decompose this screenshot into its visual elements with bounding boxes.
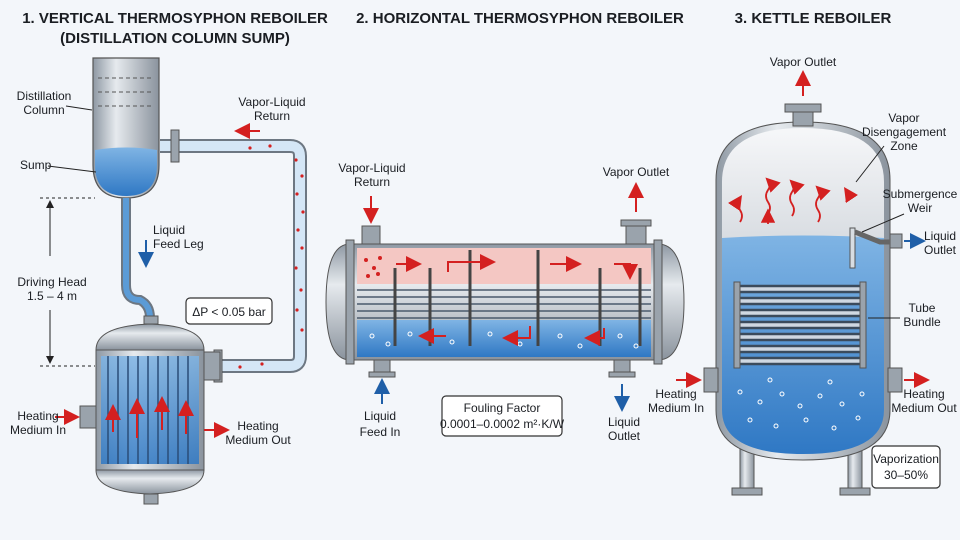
- tube-vapor-arrows: [105, 396, 194, 438]
- kettle-title: 3. KETTLE REBOILER: [735, 10, 892, 27]
- horizontal-bubbles: [364, 256, 382, 278]
- horizontal-return-label-1: Vapor-Liquid: [338, 161, 405, 175]
- vaporization-box: [871, 445, 941, 489]
- kettle-vapor-arrows: [728, 177, 858, 224]
- kettle-heating-in-label-2: Medium In: [648, 401, 704, 415]
- bundle-label-1: Tube: [909, 301, 936, 315]
- vertical-heating-out-label-1: Heating: [237, 419, 278, 433]
- vertical-heating-in-label-1: Heating: [17, 409, 58, 423]
- kettle-shell: [703, 103, 903, 496]
- weir-label-1: Submergence: [883, 187, 958, 201]
- column-label-1: Distillation: [17, 89, 72, 103]
- liquid-zone: [357, 320, 651, 357]
- kettle-heating-out-label-2: Medium Out: [891, 401, 957, 415]
- fouling-label-1: Fouling Factor: [464, 401, 541, 415]
- column-leader: [65, 105, 93, 111]
- horizontal-feed-label-2: Feed In: [360, 425, 401, 439]
- distillation-column: [92, 57, 160, 199]
- horizontal-reboiler-section: 2. HORIZONTAL THERMOSYPHON REBOILER: [325, 10, 685, 443]
- disengagement-label-2: Disengagement: [862, 125, 947, 139]
- horizontal-liquid-bubbles: [369, 331, 639, 349]
- kettle-heating-in-label-1: Heating: [655, 387, 696, 401]
- sump-leader: [47, 165, 97, 173]
- vertical-title: 1. VERTICAL THERMOSYPHON REBOILER: [22, 10, 328, 27]
- vertical-heating-out-label-2: Medium Out: [225, 433, 291, 447]
- driving-head-label-2: 1.5 – 4 m: [27, 289, 77, 303]
- column-label-2: Column: [23, 103, 64, 117]
- horizontal-flow-arrows: [396, 254, 638, 346]
- weir-label-2: Weir: [908, 201, 932, 215]
- vertical-return-label-1: Vapor-Liquid: [238, 95, 305, 109]
- return-bubbles: [238, 144, 305, 369]
- vapor-zone: [357, 248, 651, 284]
- vertical-return-label-2: Return: [254, 109, 290, 123]
- horizontal-reboiler-shell: [325, 219, 685, 378]
- kettle-reboiler-section: 3. KETTLE REBOILER: [648, 10, 958, 496]
- horizontal-return-label-2: Return: [354, 175, 390, 189]
- feed-leg-label-1: Liquid: [153, 223, 185, 237]
- kettle-liquid-outlet-label-2: Outlet: [924, 243, 957, 257]
- dp-box: [185, 297, 273, 325]
- vertical-subtitle: (DISTILLATION COLUMN SUMP): [60, 30, 290, 47]
- weir-leader: [861, 213, 905, 233]
- horizontal-title: 2. HORIZONTAL THERMOSYPHON REBOILER: [356, 10, 684, 27]
- sump-liquid: [95, 147, 157, 196]
- vertical-reboiler-section: 1. VERTICAL THERMOSYPHON REBOILER (DISTI…: [10, 10, 328, 505]
- disengagement-label-3: Zone: [890, 139, 918, 153]
- kettle-liquid-outlet-label-1: Liquid: [924, 229, 956, 243]
- liquid-feed-leg: [121, 198, 155, 319]
- horizontal-liquid-outlet-label-1: Liquid: [608, 415, 640, 429]
- disengagement-label-1: Vapor: [888, 111, 919, 125]
- horizontal-vapor-outlet-label: Vapor Outlet: [603, 165, 670, 179]
- horizontal-feed-label-1: Liquid: [364, 409, 396, 423]
- dp-label: ΔP < 0.05 bar: [192, 305, 266, 319]
- driving-head-dimension: [40, 197, 95, 367]
- kettle-heating-out-label-1: Heating: [903, 387, 944, 401]
- bundle-label-2: Bundle: [903, 315, 941, 329]
- disengagement-zone: [722, 128, 884, 238]
- vertical-reboiler-shell: [79, 315, 221, 505]
- vertical-heating-in-label-2: Medium In: [10, 423, 66, 437]
- fouling-factor-box: [441, 395, 563, 437]
- driving-head-label-1: Driving Head: [17, 275, 86, 289]
- kettle-bubbles: [737, 377, 865, 431]
- sump-label: Sump: [20, 158, 52, 172]
- feed-leg-label-2: Feed Leg: [153, 237, 204, 251]
- disengagement-leader: [855, 145, 885, 183]
- fouling-label-2: 0.0001–0.0002 m²·K/W: [440, 417, 565, 431]
- vaporization-label-1: Vaporization: [873, 452, 939, 466]
- kettle-vapor-outlet-label: Vapor Outlet: [770, 55, 837, 69]
- vaporization-label-2: 30–50%: [884, 468, 928, 482]
- horizontal-liquid-outlet-label-2: Outlet: [608, 429, 641, 443]
